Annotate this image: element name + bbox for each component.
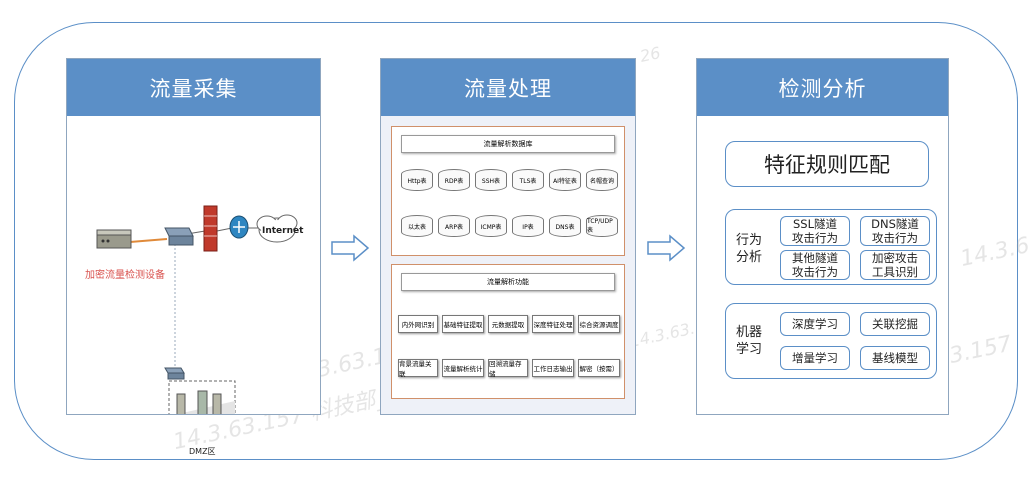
internet-label: Internet bbox=[262, 226, 304, 236]
function-item: 综合资源调度 bbox=[578, 315, 620, 333]
db-table: 以太表 bbox=[401, 215, 433, 237]
behavior-item: 其他隧道 攻击行为 bbox=[780, 250, 850, 280]
function-item: 元数据提取 bbox=[488, 315, 528, 333]
detect-panel: 检测分析 特征规则匹配 行为 分析 SSL隧道 攻击行为 DNS隧道 攻击行为 … bbox=[696, 58, 949, 415]
function-item: 流量解析统计 bbox=[442, 359, 484, 377]
ml-label: 机器 学习 bbox=[736, 325, 763, 357]
process-body: 流量解析数据库 Http表 RDP表 SSH表 TLS表 AI特征表 名帽查询 … bbox=[381, 116, 635, 414]
dmz-label: DMZ区 bbox=[189, 447, 216, 456]
db-table: ICMP表 bbox=[475, 215, 507, 237]
outer-frame bbox=[14, 22, 1018, 460]
function-item: 工作日志输出 bbox=[532, 359, 574, 377]
machine-learning-box: 机器 学习 深度学习 关联挖掘 增量学习 基线模型 bbox=[725, 303, 937, 379]
topology-svg bbox=[96, 205, 298, 414]
db-table: ARP表 bbox=[438, 215, 470, 237]
function-item: 内外网识别 bbox=[398, 315, 438, 333]
db-table: TCP/UDP表 bbox=[586, 215, 618, 237]
db-table: SSH表 bbox=[475, 169, 507, 191]
ml-item: 基线模型 bbox=[860, 346, 930, 370]
function-item: 背景流量关联 bbox=[398, 359, 438, 378]
behavior-item: SSL隧道 攻击行为 bbox=[780, 216, 850, 246]
func-title: 流量解析功能 bbox=[401, 273, 615, 291]
detect-title: 检测分析 bbox=[697, 59, 948, 116]
function-item: 解密（按需） bbox=[578, 359, 620, 377]
dmz-switch-icon bbox=[164, 367, 185, 380]
ml-item: 增量学习 bbox=[780, 346, 850, 370]
network-topology: 加密流量检测设备 Internet DMZ区 bbox=[67, 116, 320, 456]
rule-match-box: 特征规则匹配 bbox=[725, 141, 929, 187]
function-item: 回溯流量存储 bbox=[488, 359, 528, 378]
ml-item: 深度学习 bbox=[780, 312, 850, 336]
function-item: 深度特征处理 bbox=[532, 315, 574, 333]
rule-match-label: 特征规则匹配 bbox=[764, 153, 890, 177]
ml-item: 关联挖掘 bbox=[860, 312, 930, 336]
firewall-icon bbox=[203, 205, 218, 252]
behavior-item: 加密攻击 工具识别 bbox=[860, 250, 930, 280]
process-panel: 流量处理 流量解析数据库 Http表 RDP表 SSH表 TLS表 AI特征表 … bbox=[380, 58, 636, 415]
db-table: 名帽查询 bbox=[586, 169, 618, 191]
db-table: IP表 bbox=[512, 215, 544, 237]
db-table: TLS表 bbox=[512, 169, 544, 191]
db-title: 流量解析数据库 bbox=[401, 135, 615, 153]
db-table: RDP表 bbox=[438, 169, 470, 191]
router-icon bbox=[229, 215, 249, 239]
db-table: AI特征表 bbox=[549, 169, 581, 191]
db-table: DNS表 bbox=[549, 215, 581, 237]
process-title: 流量处理 bbox=[381, 59, 635, 116]
function-item: 基础特征提取 bbox=[442, 315, 484, 333]
behavior-analysis-box: 行为 分析 SSL隧道 攻击行为 DNS隧道 攻击行为 其他隧道 攻击行为 加密… bbox=[725, 209, 937, 285]
parse-function-section: 流量解析功能 内外网识别 基础特征提取 元数据提取 深度特征处理 综合资源调度 … bbox=[391, 264, 625, 399]
arrow-right-icon bbox=[647, 234, 686, 262]
arrow-right-icon bbox=[331, 234, 370, 262]
collect-panel: 流量采集 bbox=[66, 58, 321, 456]
behavior-label: 行为 分析 bbox=[736, 233, 763, 265]
switch-icon bbox=[164, 227, 194, 246]
detection-device-icon bbox=[96, 229, 132, 249]
behavior-item: DNS隧道 攻击行为 bbox=[860, 216, 930, 246]
db-table: Http表 bbox=[401, 169, 433, 191]
server-icon bbox=[176, 390, 222, 414]
device-label: 加密流量检测设备 bbox=[85, 270, 165, 281]
parse-database-section: 流量解析数据库 Http表 RDP表 SSH表 TLS表 AI特征表 名帽查询 … bbox=[391, 126, 625, 256]
internet-cloud-icon bbox=[256, 214, 298, 243]
collect-title: 流量采集 bbox=[67, 59, 320, 116]
